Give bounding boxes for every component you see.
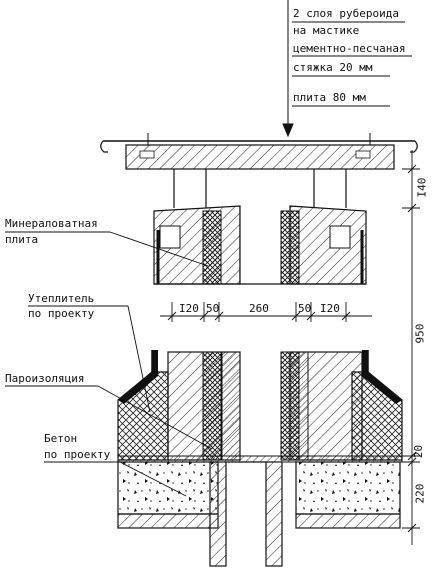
vertical-dimension-line xyxy=(402,150,420,545)
roof-layer-leader xyxy=(282,0,412,138)
vapor-barrier-label: Пароизоляция xyxy=(5,372,85,385)
slab-supports xyxy=(173,169,347,208)
roof-layer-label: 2 слоя рубероида xyxy=(293,7,399,20)
dim-v-label: 950 xyxy=(413,323,427,344)
roof-layer-label: цементно-песчаная xyxy=(293,42,406,55)
concrete-label-line1: Бетон xyxy=(44,432,78,445)
horizontal-dimension-chain xyxy=(160,302,372,322)
lower-section xyxy=(117,350,403,567)
dim-v-label: 220 xyxy=(413,483,427,504)
dim-h-label: I20 xyxy=(179,302,199,315)
dim-h-label: 50 xyxy=(206,302,220,315)
insulation-label-line1: Утеплитель xyxy=(28,292,95,305)
upper-section xyxy=(153,205,367,285)
dim-h-label: 50 xyxy=(298,302,312,315)
dim-h-label: 260 xyxy=(249,302,269,315)
dim-v-label: I40 xyxy=(415,177,429,198)
roof-layer-label: плита 80 мм xyxy=(293,91,366,104)
dim-h-label: I20 xyxy=(320,302,340,315)
concrete-label-line2: по проекту xyxy=(44,448,111,461)
insulation-label-line2: по проекту xyxy=(28,307,95,320)
mineral-wool-label-line2: плита xyxy=(5,233,39,246)
callout-leaders xyxy=(5,231,213,497)
roof-layer-label: стяжка 20 мм xyxy=(293,61,373,74)
mineral-wool-label-line1: Минераловатная xyxy=(5,217,98,230)
roof-layer-label: на мастике xyxy=(293,24,360,37)
dim-v-label: 20 xyxy=(412,444,426,459)
top-slab xyxy=(100,133,418,170)
